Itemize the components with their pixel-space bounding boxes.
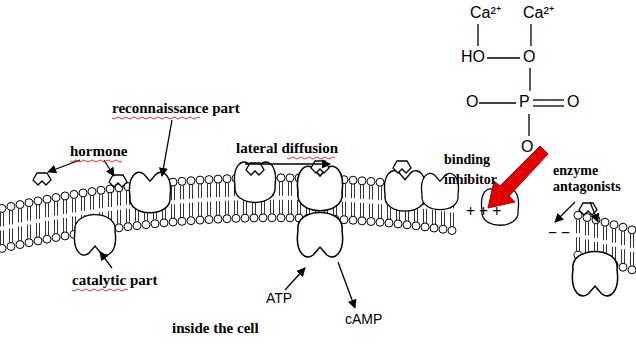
part-label: binding <box>444 152 490 168</box>
molecule-label: cAMP <box>345 311 382 327</box>
inhibitor-arrow <box>488 146 548 208</box>
part-label: inhibitor <box>444 172 497 188</box>
part-label: hormone <box>70 143 128 160</box>
part-label: catalytic part <box>72 272 157 289</box>
region-label: inside the cell <box>172 320 259 337</box>
atom-symbol: O <box>521 138 533 156</box>
leader-lines <box>48 120 598 308</box>
charge-sign: − − <box>548 224 570 242</box>
part-label: lateral diffusion <box>236 140 338 157</box>
chemical-bonds <box>478 24 564 136</box>
atom-symbol: P <box>519 93 530 111</box>
molecule-label: ATP <box>266 290 292 306</box>
ion-formula: Ca²⁺ <box>470 4 501 22</box>
atom-symbol: HO <box>461 48 485 66</box>
part-label: enzyme antagonists <box>553 163 633 195</box>
atom-symbol: O <box>523 48 535 66</box>
part-label: reconnaissance part <box>112 100 240 117</box>
atom-symbol: O <box>466 93 478 111</box>
atom-symbol: O <box>567 93 579 111</box>
charge-sign: + + + <box>466 203 501 221</box>
ion-formula: Ca²⁺ <box>523 4 554 22</box>
